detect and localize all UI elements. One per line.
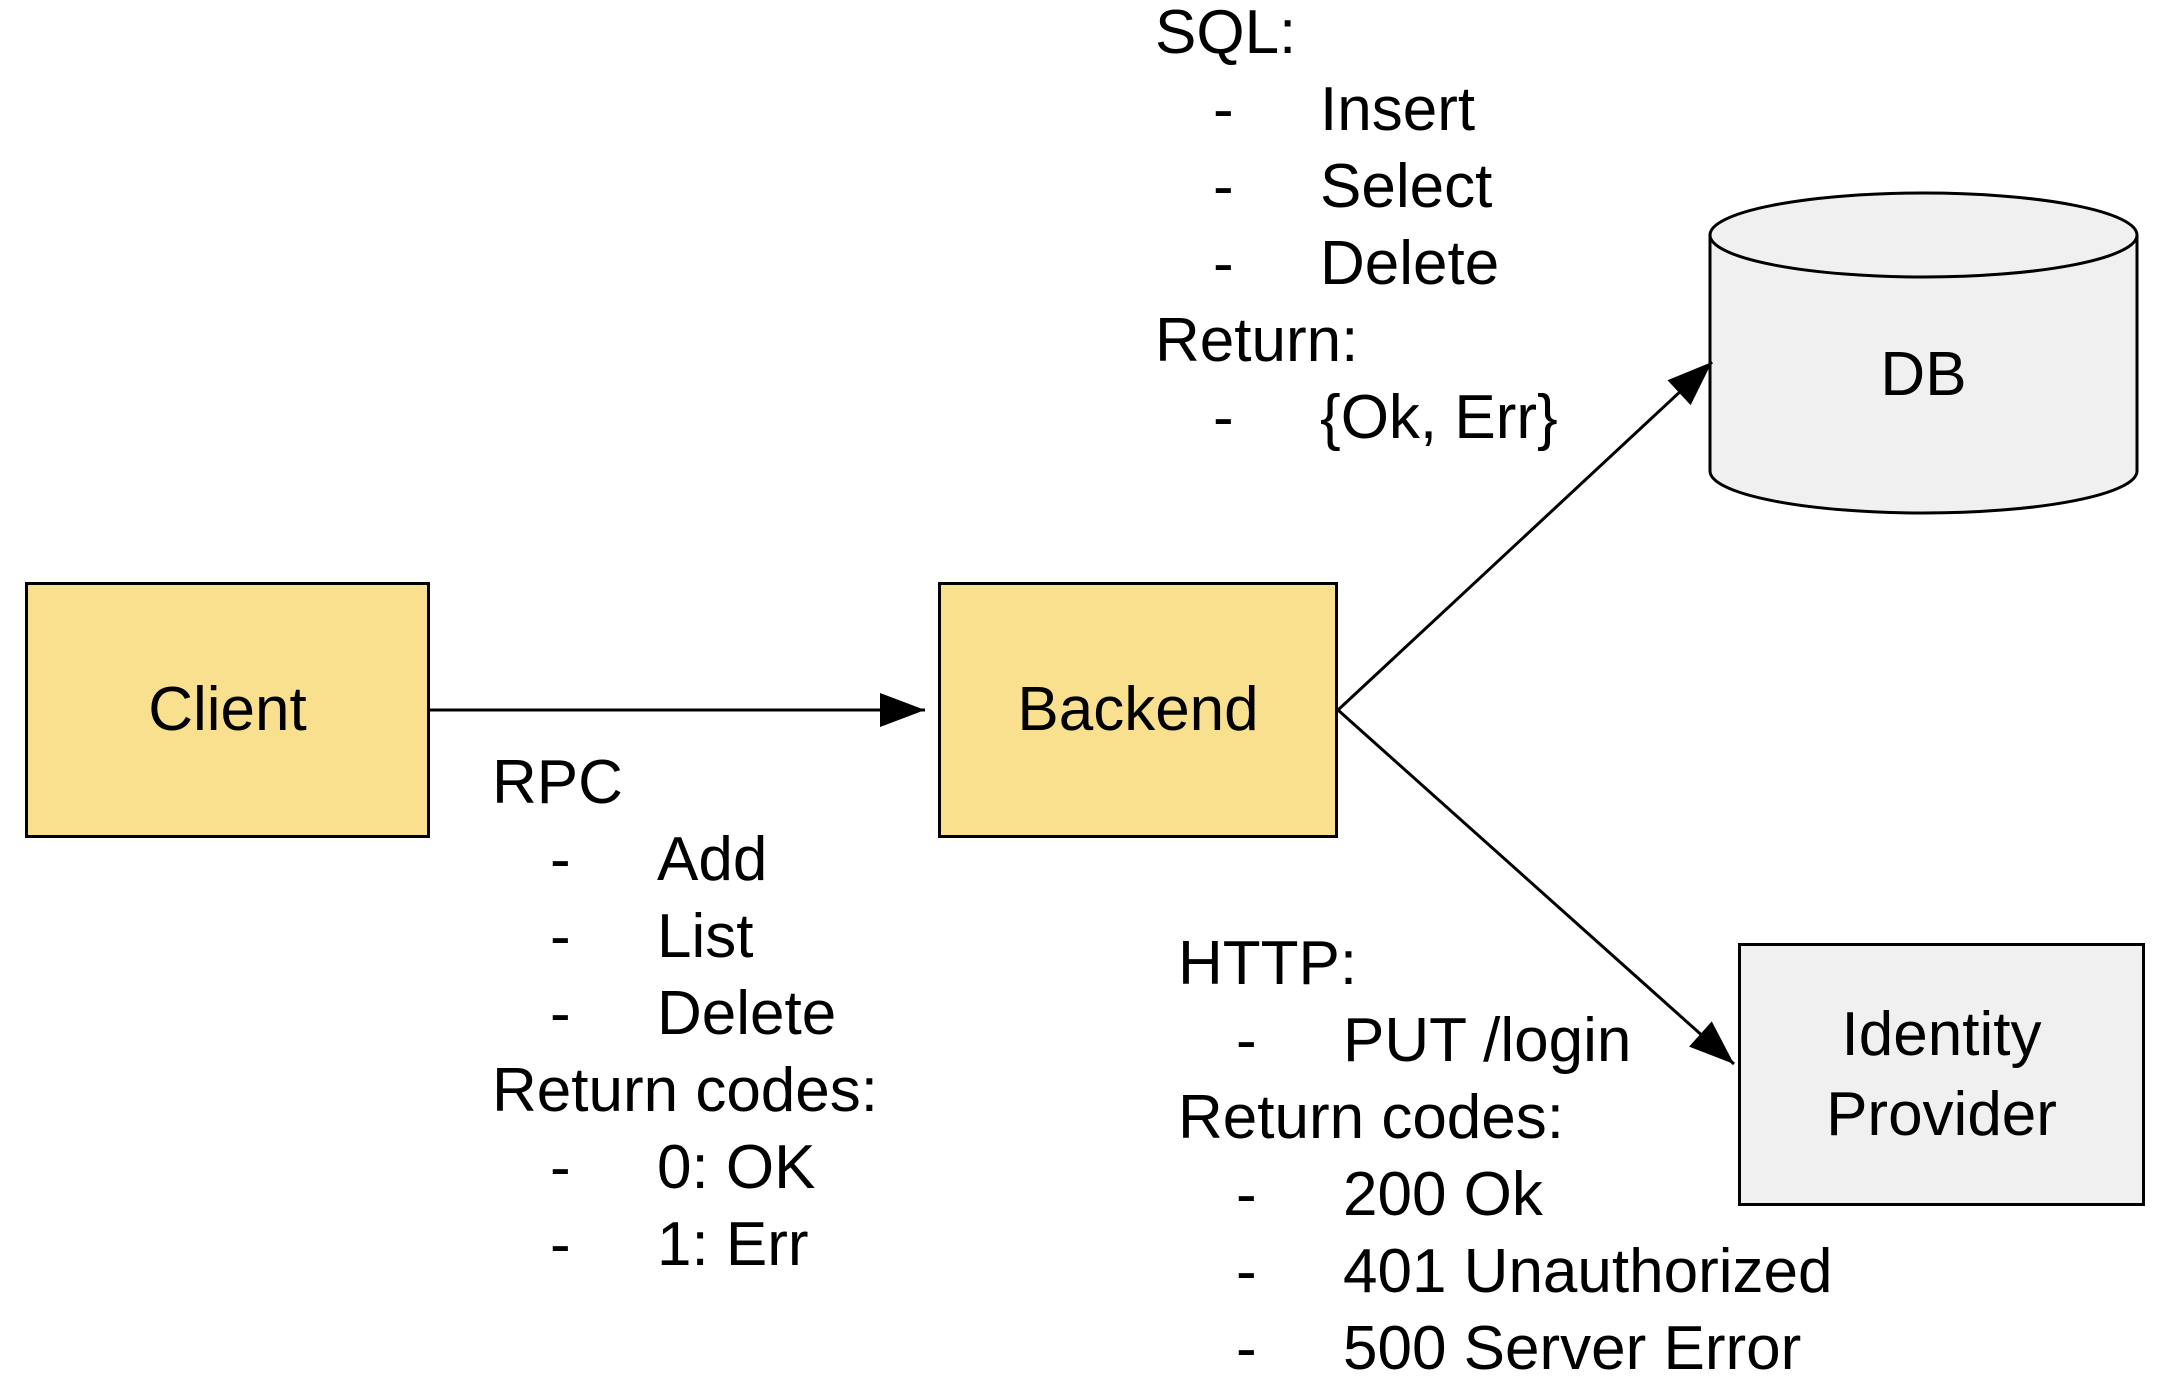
bullet-dash: -	[550, 902, 571, 971]
node-client: Client	[25, 582, 430, 838]
sql-returns-header: Return:	[1155, 306, 1359, 375]
bullet-dash: -	[1213, 229, 1234, 298]
bullet-dash: -	[1213, 383, 1234, 452]
node-db-label: DB	[1880, 340, 1967, 409]
db-cylinder	[1708, 191, 2139, 515]
node-backend: Backend	[938, 582, 1338, 838]
sql-protocol-label: SQL:	[1155, 0, 1297, 67]
node-identity-provider-label: Identity Provider	[1826, 995, 2057, 1155]
node-backend-label: Backend	[1017, 675, 1259, 744]
bullet-dash: -	[1236, 1237, 1257, 1306]
node-client-label: Client	[148, 675, 307, 744]
idp-label-line1: Identity	[1841, 999, 2042, 1069]
http-protocol-label: HTTP:	[1178, 929, 1358, 998]
bullet-dash: -	[1213, 75, 1234, 144]
bullet-dash: -	[1236, 1314, 1257, 1383]
bullet-dash: -	[550, 825, 571, 894]
rpc-returns-header: Return codes:	[492, 1056, 878, 1125]
bullet-dash: -	[1236, 1160, 1257, 1229]
bullet-dash: -	[550, 1210, 571, 1279]
node-identity-provider: Identity Provider	[1738, 943, 2145, 1206]
edge-backend-db	[1336, 360, 1714, 712]
http-returns-header: Return codes:	[1178, 1083, 1564, 1152]
idp-label-line2: Provider	[1826, 1079, 2057, 1149]
bullet-dash: -	[1213, 152, 1234, 221]
bullet-dash: -	[550, 1133, 571, 1202]
edge-backend-idp	[1337, 708, 1735, 1066]
bullet-dash: -	[1236, 1006, 1257, 1075]
rpc-protocol-label: RPC	[492, 748, 623, 817]
bullet-dash: -	[550, 979, 571, 1048]
